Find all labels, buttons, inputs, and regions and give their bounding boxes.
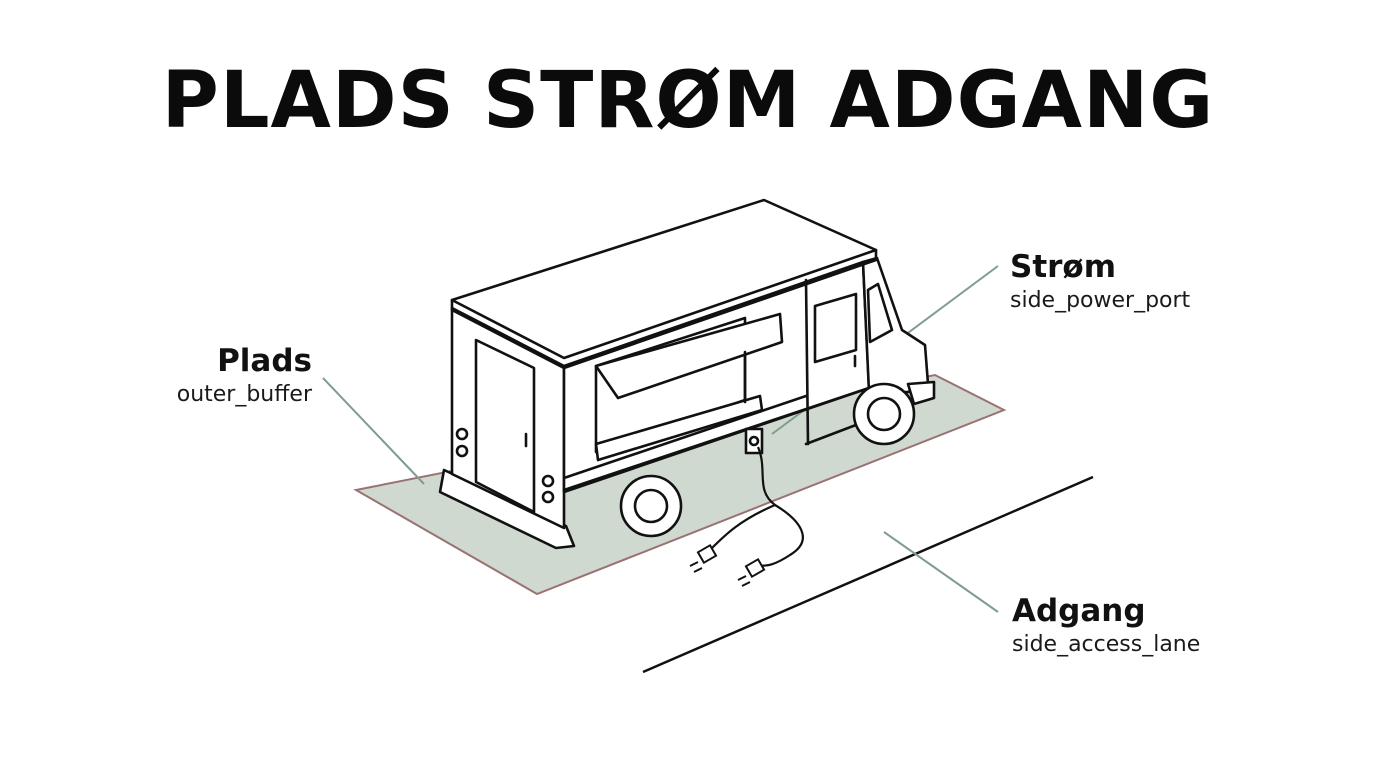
access-lane-line — [642, 475, 1094, 674]
adgang-label: Adgang side_access_lane — [1012, 592, 1200, 658]
plads-heading: Plads — [217, 343, 312, 379]
food-truck — [438, 198, 936, 550]
plug-icon — [689, 543, 718, 573]
page-title: PLADS STRØM ADGANG — [161, 56, 1215, 146]
plads-subtext: outer_buffer — [176, 381, 312, 407]
plads-label: Plads outer_buffer — [177, 342, 312, 408]
leader-line-plads — [322, 377, 425, 485]
strom-heading: Strøm — [1010, 249, 1117, 285]
power-cable — [711, 446, 804, 568]
strom-subtext: side_power_port — [1010, 287, 1191, 313]
strom-label: Strøm side_power_port — [1010, 248, 1190, 314]
adgang-subtext: side_access_lane — [1012, 631, 1201, 657]
adgang-heading: Adgang — [1012, 593, 1146, 629]
leader-line-adgang — [883, 531, 999, 613]
plug-icon — [737, 557, 766, 587]
